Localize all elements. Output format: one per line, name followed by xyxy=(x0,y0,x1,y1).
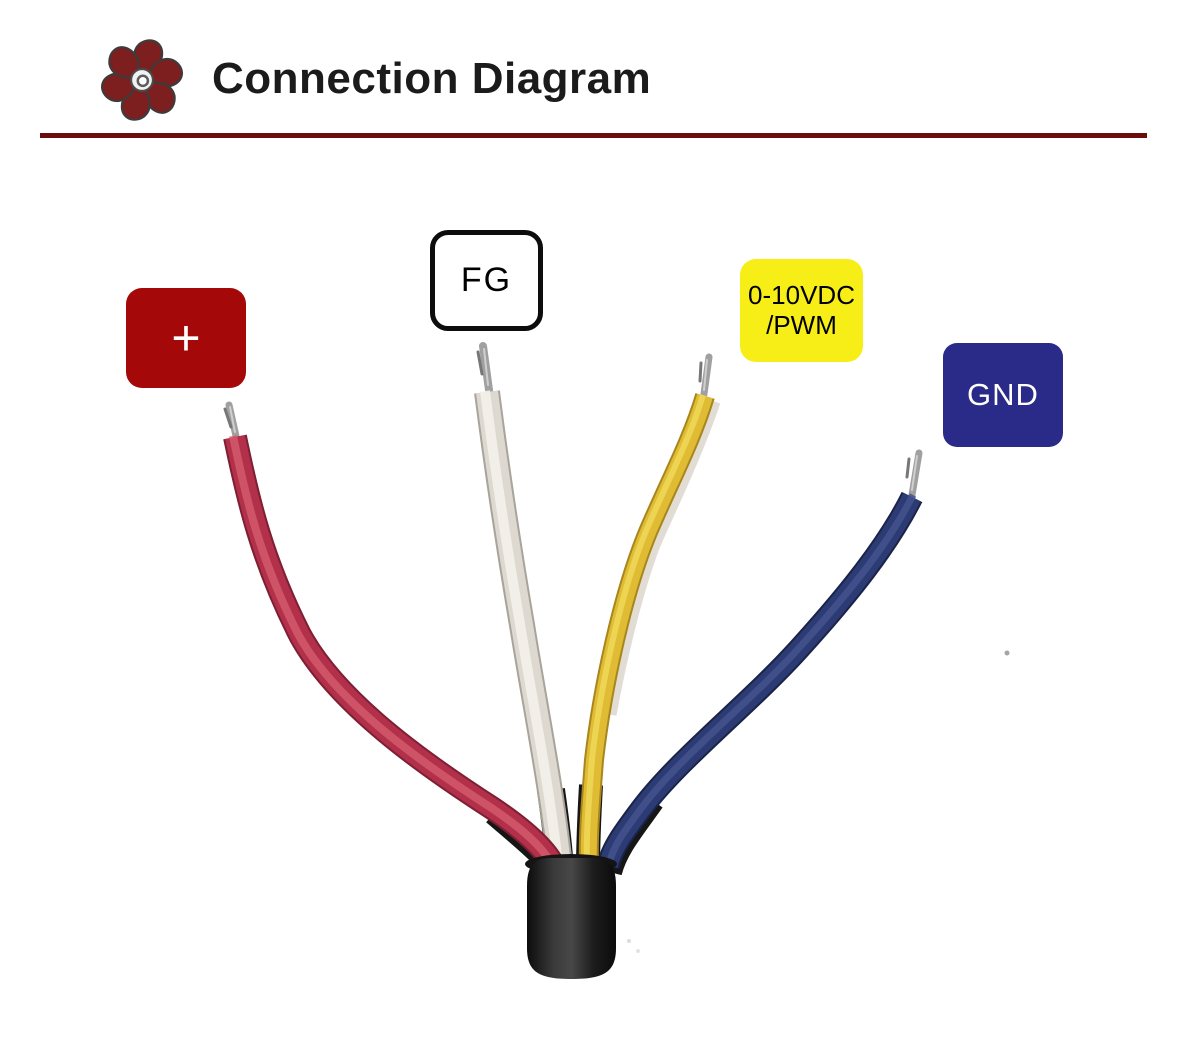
photo-specks xyxy=(627,650,1010,953)
red-wire xyxy=(223,434,565,872)
fg-terminal-label: FG xyxy=(430,230,543,331)
red-wire-tip xyxy=(223,401,240,440)
yellow-wire-tip xyxy=(698,353,713,398)
gnd-terminal-text: GND xyxy=(967,377,1039,412)
header-divider xyxy=(40,133,1147,138)
blue-wire xyxy=(596,491,923,869)
plus-terminal-label: + xyxy=(126,288,246,388)
yellow-wire xyxy=(578,393,715,867)
blue-wire-tip xyxy=(905,449,923,499)
control-terminal-label: 0-10VDC /PWM xyxy=(740,259,863,362)
plus-terminal-text: + xyxy=(171,310,201,366)
yellow-wire-shadow xyxy=(607,400,721,716)
white-wire-tip xyxy=(476,342,493,394)
control-terminal-line2: /PWM xyxy=(766,309,837,340)
control-terminal-line1: 0-10VDC xyxy=(748,280,855,311)
fg-terminal-text: FG xyxy=(460,261,513,299)
page-title: Connection Diagram xyxy=(212,54,652,103)
fan-logo-icon xyxy=(101,39,183,121)
cable-sheath xyxy=(525,854,617,979)
gnd-terminal-label: GND xyxy=(943,343,1063,447)
white-wire xyxy=(474,390,573,868)
